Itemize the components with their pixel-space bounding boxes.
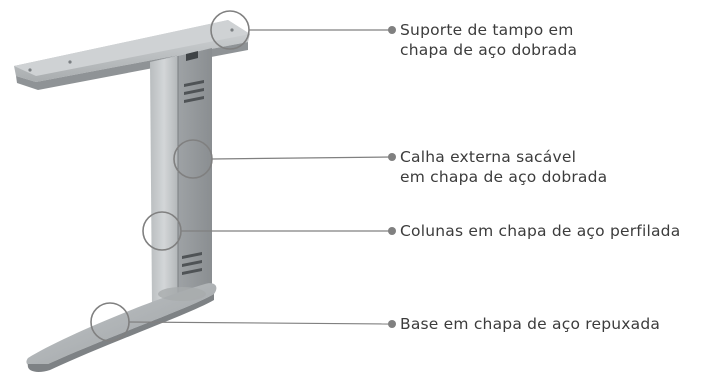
callout-label-line: Suporte de tampo em	[400, 21, 574, 39]
callout-dot-top-support	[388, 26, 396, 34]
callout-label-column: Colunas em chapa de aço perfilada	[400, 221, 680, 241]
callout-label-top-support: Suporte de tampo em chapa de aço dobrada	[400, 20, 577, 60]
callout-label-line: Colunas em chapa de aço perfilada	[400, 222, 681, 240]
leader-line-channel	[211, 156, 392, 160]
callout-label-line: chapa de aço dobrada	[400, 41, 578, 59]
callout-dot-channel	[388, 153, 396, 161]
base	[26, 283, 217, 372]
callout-label-channel: Calha externa sacável em chapa de aço do…	[400, 147, 607, 187]
callout-label-line: Calha externa sacável	[400, 148, 577, 166]
top-slot	[186, 51, 198, 61]
top-support	[14, 20, 250, 90]
callout-dot-base	[388, 320, 396, 328]
leader-line-base	[128, 321, 392, 325]
lower-vent-slots	[182, 252, 202, 275]
callout-label-line: em chapa de aço dobrada	[400, 168, 608, 186]
callout-label-line: Base em chapa de aço repuxada	[400, 315, 661, 333]
callout-label-base: Base em chapa de aço repuxada	[400, 314, 660, 334]
callout-dot-column	[388, 227, 396, 235]
upper-vent-slots	[184, 80, 204, 103]
column	[150, 48, 212, 306]
